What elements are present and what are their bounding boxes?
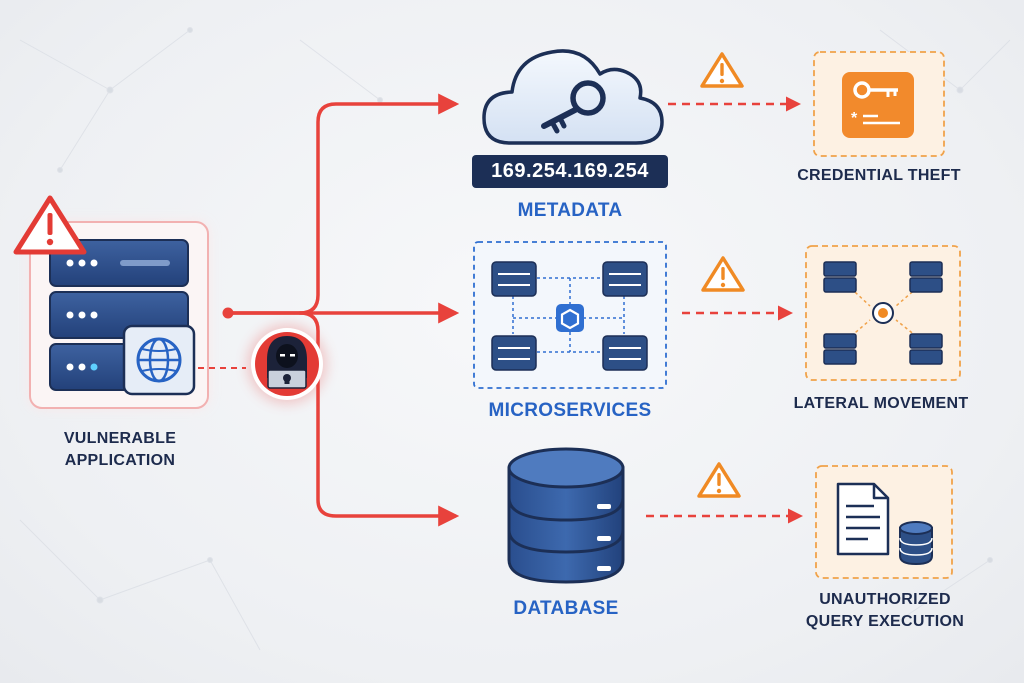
- microservices-network-icon: [473, 241, 667, 389]
- credential-theft-icon: *: [813, 51, 945, 157]
- hub-icon: [556, 304, 584, 332]
- lateral-movement-label: LATERAL MOVEMENT: [793, 395, 969, 412]
- database-cylinder-icon: [507, 447, 625, 584]
- vulnerable-application-line2: APPLICATION: [64, 452, 176, 469]
- metadata-ip-badge: 169.254.169.254: [472, 155, 668, 188]
- lateral-movement-icon: [805, 245, 961, 381]
- warning-icon-credential: [700, 52, 744, 88]
- metadata-cloud-icon: [482, 49, 664, 145]
- vulnerable-application-line1: VULNERABLE: [63, 430, 177, 447]
- microservices-label: MICROSERVICES: [488, 400, 652, 421]
- warning-icon-query: [697, 462, 741, 498]
- key-icon: [541, 80, 606, 134]
- vulnerable-application-node: [13, 195, 209, 409]
- vulnerable-application-label: VULNERABLE APPLICATION: [40, 428, 200, 472]
- warning-triangle-icon: [13, 195, 87, 255]
- svg-text:*: *: [851, 110, 858, 127]
- attacker-icon: [247, 324, 327, 404]
- warning-icon-lateral: [701, 256, 745, 292]
- unauthorized-query-label: UNAUTHORIZED QUERY EXECUTION: [790, 589, 980, 633]
- unauthorized-query-line2: QUERY EXECUTION: [805, 613, 965, 630]
- unauthorized-query-line1: UNAUTHORIZED: [819, 591, 951, 608]
- database-label: DATABASE: [513, 598, 619, 619]
- impact-links: [646, 96, 803, 524]
- globe-icon: [122, 324, 196, 396]
- unauthorized-query-icon: [815, 465, 953, 579]
- attack-paths: [222, 93, 460, 527]
- background-network: [19, 27, 1011, 651]
- credential-theft-label: CREDENTIAL THEFT: [797, 167, 961, 184]
- metadata-label: METADATA: [517, 200, 623, 221]
